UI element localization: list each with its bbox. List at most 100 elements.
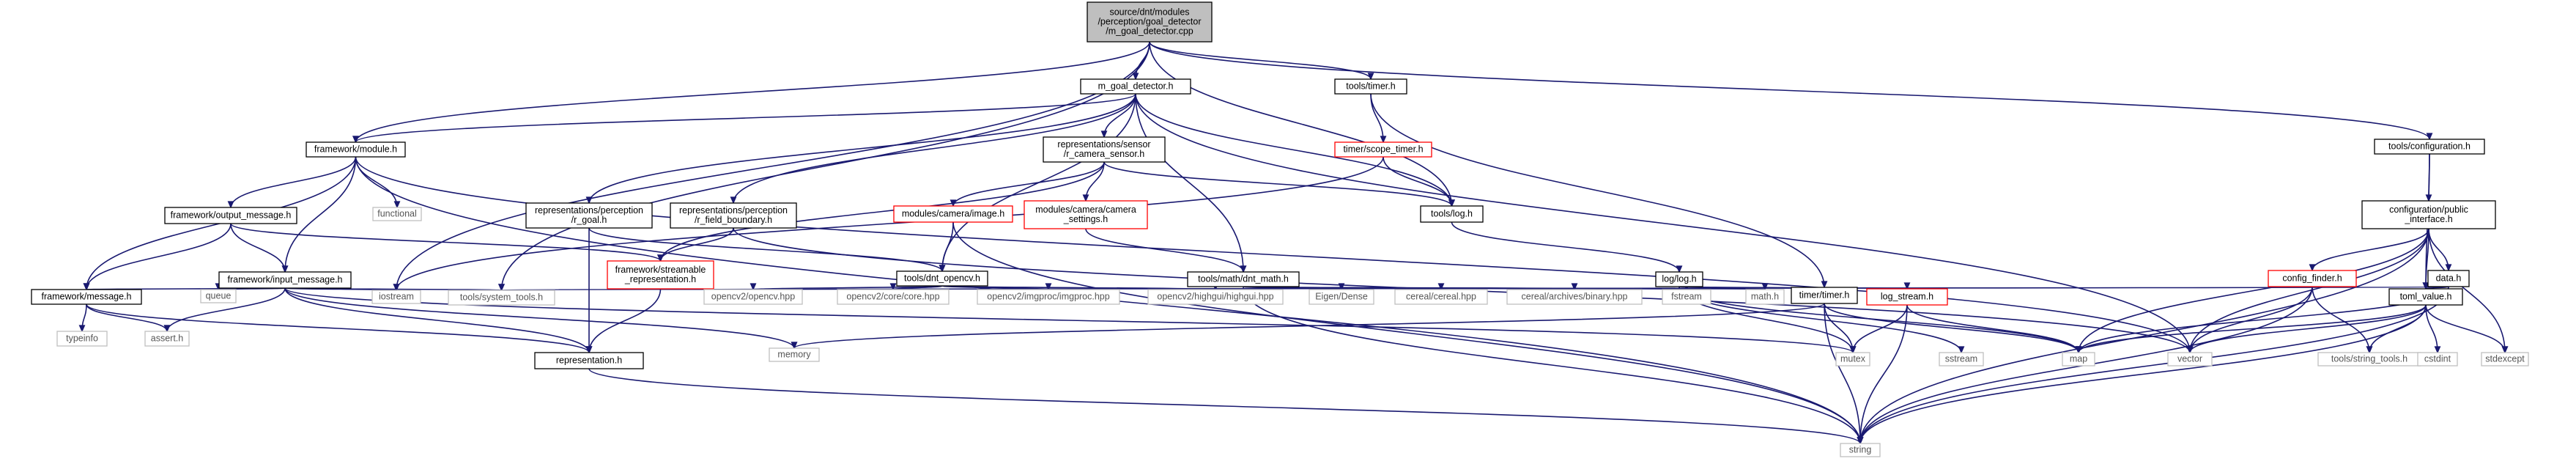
node-label: timer/timer.h: [1799, 290, 1850, 301]
arrowhead-toml_value-to-string_tools: [2366, 346, 2373, 354]
edge-rep_camera-to-streamable: [659, 161, 1105, 262]
node-output_msg[interactable]: framework/output_message.h: [164, 207, 297, 224]
arrowhead-rep_camera-to-cam_settings: [1082, 194, 1089, 202]
node-m_goal[interactable]: m_goal_detector.h: [1080, 78, 1191, 95]
node-cam_settings[interactable]: modules/camera/camera_settings.h: [1024, 200, 1148, 229]
arrowhead-dnt_opencv-to-opencv_hpp: [750, 283, 757, 291]
node-dnt_math[interactable]: tools/math/dnt_math.h: [1187, 271, 1300, 287]
node-box: [1087, 1, 1213, 43]
edge-timer_timer-to-map: [1824, 303, 2079, 353]
node-assert_h: assert.h: [144, 331, 190, 347]
edge-representation-to-string: [588, 368, 1861, 444]
edge-dnt_math-to-string: [1243, 286, 1861, 444]
node-label: typeinfo: [66, 334, 98, 344]
node-label: functional: [377, 209, 417, 219]
arrowhead-dnt_math-to-math_h: [1761, 283, 1769, 291]
arrowhead-dnt_math-to-cereal: [1437, 283, 1445, 291]
node-rep_camera[interactable]: representations/sensor/r_camera_sensor.h: [1043, 136, 1166, 163]
node-log_stream[interactable]: log_stream.h: [1866, 288, 1948, 306]
node-label: /r_field_boundary.h: [695, 215, 772, 225]
edge-cam_settings-to-dnt_math: [1085, 228, 1244, 273]
node-streamable[interactable]: framework/streamable_representation.h: [607, 260, 714, 290]
arrowhead-module-to-functional: [393, 201, 401, 209]
node-box: [2268, 270, 2357, 287]
node-tools_log[interactable]: tools/log.h: [1420, 205, 1484, 223]
arrowhead-toml_value-to-map: [2075, 346, 2082, 354]
node-log_log[interactable]: log/log.h: [1655, 271, 1703, 287]
arrowhead-data_h-to-system_tools: [498, 284, 505, 292]
edge-m_goal-to-dnt_math: [1135, 93, 1244, 273]
edge-input_msg-to-representation: [284, 287, 590, 353]
arrowhead-fw_message-to-assert_h: [163, 325, 171, 333]
node-label: /perception/goal_detector: [1098, 17, 1201, 27]
node-label: opencv2/imgproc/imgproc.hpp: [987, 292, 1109, 302]
node-cam_image[interactable]: modules/camera/image.h: [893, 205, 1013, 223]
node-input_msg[interactable]: framework/input_message.h: [218, 271, 352, 289]
node-box: [2167, 352, 2213, 367]
node-scope_timer[interactable]: timer/scope_timer.h: [1334, 141, 1432, 158]
node-root[interactable]: source/dnt/modules/perception/goal_detec…: [1087, 1, 1213, 43]
node-tools_config[interactable]: tools/configuration.h: [2374, 139, 2485, 155]
node-timer_timer[interactable]: timer/timer.h: [1791, 287, 1858, 304]
node-module[interactable]: framework/module.h: [306, 141, 406, 158]
node-representation[interactable]: representation.h: [534, 352, 644, 369]
node-label: representations/perception: [679, 205, 788, 216]
arrowhead-timer_timer-to-mutex: [1849, 346, 1857, 354]
edge-module-to-vector: [355, 156, 2191, 353]
node-label: cereal/archives/binary.hpp: [1522, 292, 1628, 302]
node-highgui_hpp: opencv2/highgui/highgui.hpp: [1147, 289, 1284, 305]
node-box: [977, 289, 1120, 305]
node-box: [703, 289, 803, 305]
edge-rep_goal-to-dnt_opencv: [588, 227, 943, 272]
edge-toml_value-to-map: [2078, 304, 2427, 353]
node-label: representations/perception: [535, 205, 643, 216]
node-box: [448, 290, 555, 306]
node-cstdint: cstdint: [2417, 352, 2458, 367]
arrowhead-module-to-output_msg: [227, 201, 234, 209]
edge-config_public-to-config_finder: [2312, 228, 2429, 271]
node-box: [1147, 289, 1284, 305]
node-data_h[interactable]: data.h: [2427, 270, 2470, 287]
node-mutex: mutex: [1835, 352, 1870, 367]
edge-root-to-iostream: [396, 41, 1150, 291]
node-box: [1835, 352, 1870, 367]
node-box: [1187, 271, 1300, 287]
node-label: representations/sensor: [1057, 139, 1150, 150]
node-config_public[interactable]: configuration/public_interface.h: [2361, 200, 2496, 229]
node-memory: memory: [769, 347, 820, 362]
node-box: [218, 271, 352, 289]
node-label: opencv2/opencv.hpp: [711, 292, 795, 302]
edge-output_msg-to-input_msg: [230, 223, 286, 273]
node-box: [2417, 352, 2458, 367]
node-typeinfo: typeinfo: [56, 331, 108, 347]
node-config_finder[interactable]: config_finder.h: [2268, 270, 2357, 287]
arrowhead-rep_camera-to-tools_log: [1448, 199, 1455, 207]
node-box: [1791, 287, 1858, 304]
node-timer_h[interactable]: tools/timer.h: [1334, 78, 1407, 95]
node-fw_message[interactable]: framework/message.h: [31, 289, 142, 305]
edge-input_msg-to-memory: [284, 287, 795, 349]
node-rep_field[interactable]: representations/perception/r_field_bound…: [670, 202, 797, 229]
node-box: [1043, 136, 1166, 163]
edge-rep_camera-to-cam_image: [952, 161, 1105, 207]
node-label: tools/math/dnt_math.h: [1198, 274, 1289, 284]
arrowhead-timer_h-to-timer_timer: [1821, 281, 1828, 289]
node-box: [1939, 352, 1984, 367]
arrowhead-root-to-tools_config: [2426, 133, 2433, 141]
node-label: map: [2070, 354, 2087, 364]
node-label: toml_value.h: [2400, 292, 2452, 302]
arrowhead-fw_message-to-representation: [585, 346, 593, 354]
node-label: framework/message.h: [42, 292, 132, 302]
node-string: string: [1840, 443, 1881, 457]
node-label: cstdint: [2424, 354, 2451, 364]
node-dnt_opencv[interactable]: tools/dnt_opencv.h: [896, 270, 988, 287]
node-box: [56, 331, 108, 347]
edge-toml_value-to-string: [1859, 304, 2427, 444]
arrowhead-cam_image-to-dnt_opencv: [939, 265, 946, 273]
node-toml_value[interactable]: toml_value.h: [2388, 288, 2463, 306]
node-label: assert.h: [151, 334, 184, 344]
node-rep_goal[interactable]: representations/perception/r_goal.h: [525, 202, 653, 229]
node-box: [164, 207, 297, 224]
node-label: tools/string_tools.h: [2331, 354, 2407, 364]
node-box: [2481, 352, 2529, 367]
